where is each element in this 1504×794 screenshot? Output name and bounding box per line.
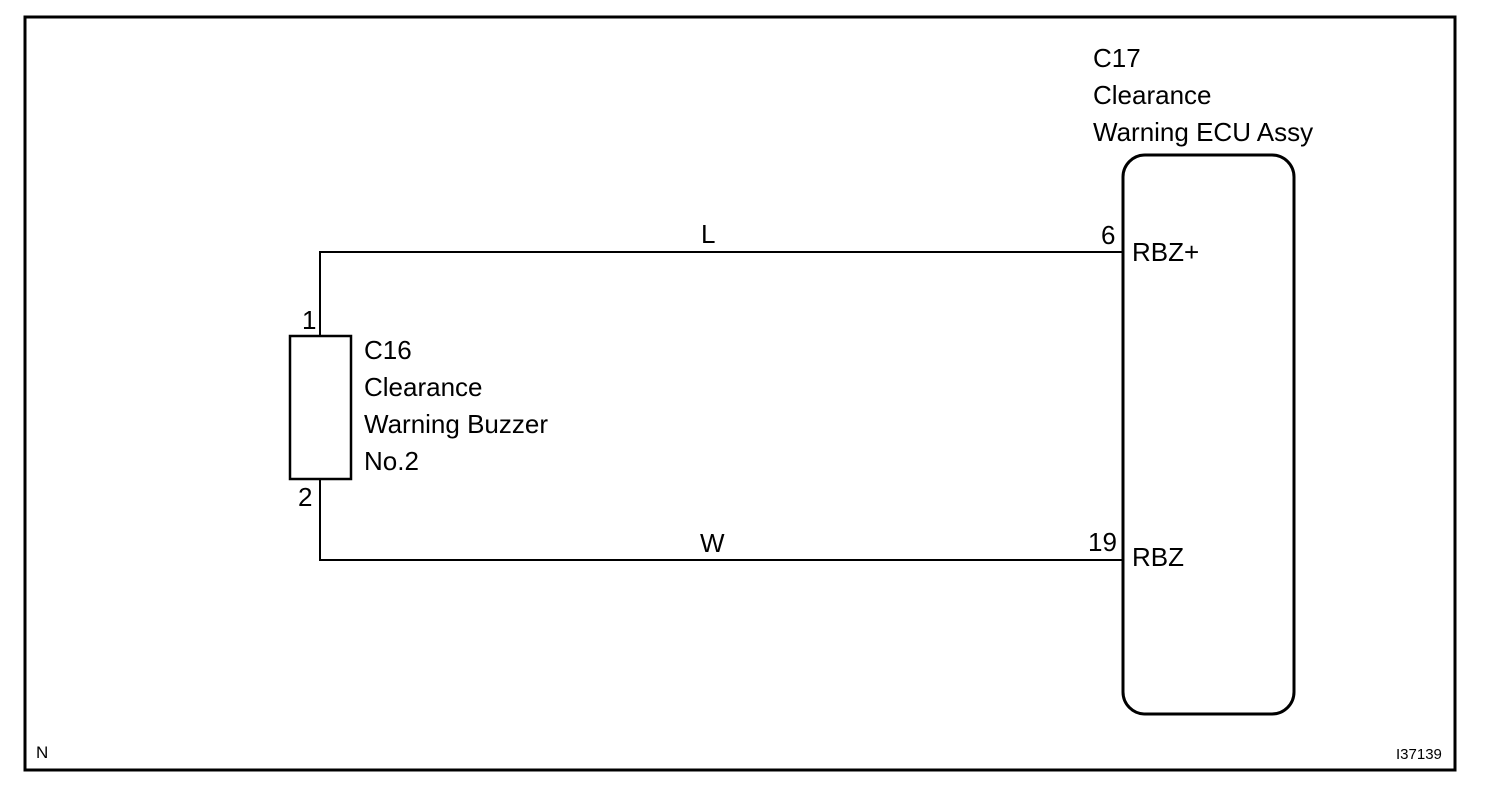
buzzer-name-line2: Warning Buzzer	[364, 409, 548, 439]
wire-l	[319, 251, 1123, 336]
ecu-name-line2: Warning ECU Assy	[1093, 117, 1314, 147]
buzzer-name-line1: Clearance	[364, 372, 483, 402]
buzzer-pin-2: 2	[298, 482, 313, 512]
diagram-frame	[23, 15, 1457, 772]
ecu-pin-19: 19	[1088, 527, 1117, 557]
ecu-box	[1121, 153, 1296, 716]
wire-w-color-label: W	[700, 528, 725, 558]
buzzer-code: C16	[364, 335, 412, 365]
ecu-terminal-rbz: RBZ	[1132, 542, 1184, 572]
figure-id: I37139	[1396, 746, 1442, 763]
ecu-name-line1: Clearance	[1093, 80, 1212, 110]
buzzer-box	[288, 334, 353, 481]
ecu-pin-6: 6	[1101, 220, 1116, 250]
wire-w	[319, 479, 1123, 561]
corner-mark-n: N	[36, 743, 49, 762]
buzzer-pin-1: 1	[302, 305, 317, 335]
buzzer-name-line3: No.2	[364, 446, 419, 476]
ecu-code: C17	[1093, 43, 1141, 73]
ecu-terminal-rbz-plus: RBZ+	[1132, 237, 1200, 267]
wire-l-color-label: L	[701, 219, 716, 249]
